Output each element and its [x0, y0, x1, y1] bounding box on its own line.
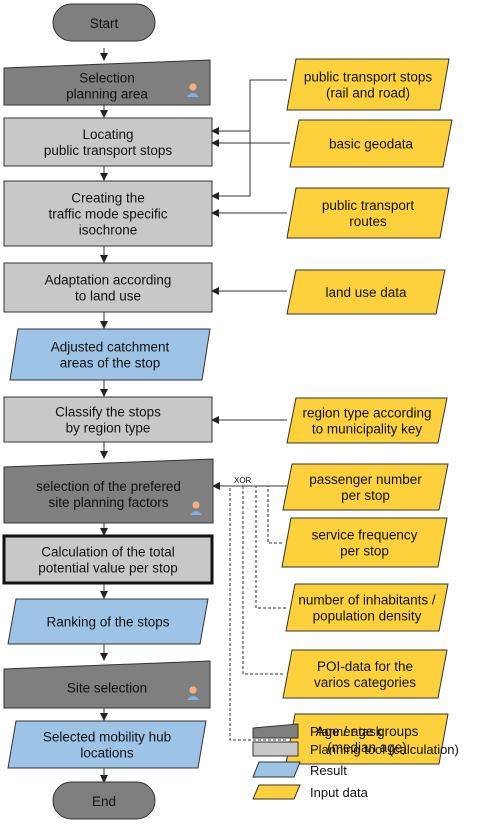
- flow-step-label: Classify the stops: [55, 405, 161, 420]
- flow-step-label: site planning factors: [48, 495, 168, 510]
- input-data-label: service frequency: [312, 528, 418, 543]
- flow-step-label: Locating: [82, 127, 133, 142]
- input-data-label: per stop: [340, 544, 389, 559]
- flow-step-label: Ranking of the stops: [46, 615, 169, 630]
- input-data-label: public transport stops: [304, 70, 433, 85]
- input-data-label: (rail and road): [326, 86, 410, 101]
- input-data-box: number of inhabitants /population densit…: [285, 583, 449, 632]
- start-terminal: Start: [52, 3, 156, 42]
- flow-step-label: public transport stops: [44, 143, 173, 158]
- flow-step-label: potential value per stop: [38, 561, 178, 576]
- flow-step-label: selection of the prefered: [36, 479, 181, 494]
- input-data-label: (median age): [327, 740, 407, 755]
- legend-swatch-tool: [252, 741, 299, 757]
- input-data-box: public transport stops(rail and road): [286, 58, 450, 111]
- legend: Planner task Planning tool (calculation)…: [252, 723, 459, 800]
- flow-step-label: to land use: [75, 289, 141, 304]
- input-data-box: Age / age groups(median age): [285, 713, 449, 765]
- input-data-label: land use data: [325, 285, 407, 300]
- flow-step-label: Selected mobility hub: [43, 730, 171, 745]
- input-data-label: population density: [313, 609, 422, 624]
- flow-step-label: locations: [80, 746, 134, 761]
- input-data-label: public transport: [322, 198, 415, 213]
- input-data-label: passenger number: [309, 472, 422, 487]
- legend-swatch-input: [252, 784, 301, 800]
- input-data-box: land use data: [286, 269, 446, 315]
- end-terminal: End: [52, 781, 156, 820]
- flow-step-label: Adaptation according: [45, 273, 172, 288]
- flow-step-label: Site selection: [67, 681, 147, 696]
- flow-step-label: areas of the stop: [60, 356, 161, 371]
- input-connectors: [211, 79, 290, 490]
- start-terminal-label: Start: [90, 16, 119, 31]
- input-data-label: number of inhabitants /: [298, 593, 436, 608]
- flow-step-planner: Site selection: [3, 660, 211, 709]
- input-data-label: to municipality key: [312, 422, 423, 437]
- legend-swatch-planner: [252, 723, 299, 739]
- person-icon: [190, 501, 202, 515]
- flow-step-label: by region type: [66, 421, 151, 436]
- input-data-label: basic geodata: [329, 137, 414, 152]
- flow-step-result: Ranking of the stops: [7, 598, 209, 645]
- legend-label-planner: Planner task: [310, 724, 383, 739]
- input-data-label: routes: [349, 214, 387, 229]
- flow-step-label: Adjusted catchment: [51, 340, 170, 355]
- input-data-label: region type according: [302, 406, 431, 421]
- person-icon: [187, 83, 199, 97]
- end-terminal-label: End: [92, 794, 116, 809]
- input-data-label: Age / age groups: [316, 724, 419, 739]
- input-data-box: basic geodata: [289, 119, 453, 168]
- flow-step-label: Calculation of the total: [41, 545, 175, 560]
- xor-label: XOR: [234, 476, 252, 485]
- flow-step-label: Creating the: [71, 191, 145, 206]
- legend-label-input: Input data: [310, 785, 369, 800]
- person-icon: [187, 686, 199, 700]
- input-data-label: varios categories: [314, 675, 416, 690]
- legend-swatch-result: [252, 761, 301, 778]
- flow-step-label: Selection: [79, 71, 135, 86]
- input-data-label: per stop: [341, 488, 390, 503]
- input-data-label: POI-data for the: [317, 659, 413, 674]
- flow-step-label: planning area: [66, 87, 148, 102]
- flow-step-label: traffic mode specific: [48, 207, 167, 222]
- legend-label-tool: Planning tool (calculation): [310, 742, 459, 757]
- legend-label-result: Result: [310, 763, 347, 778]
- optional-factor-connectors: [229, 486, 286, 741]
- flow-step-label: isochrone: [79, 223, 138, 238]
